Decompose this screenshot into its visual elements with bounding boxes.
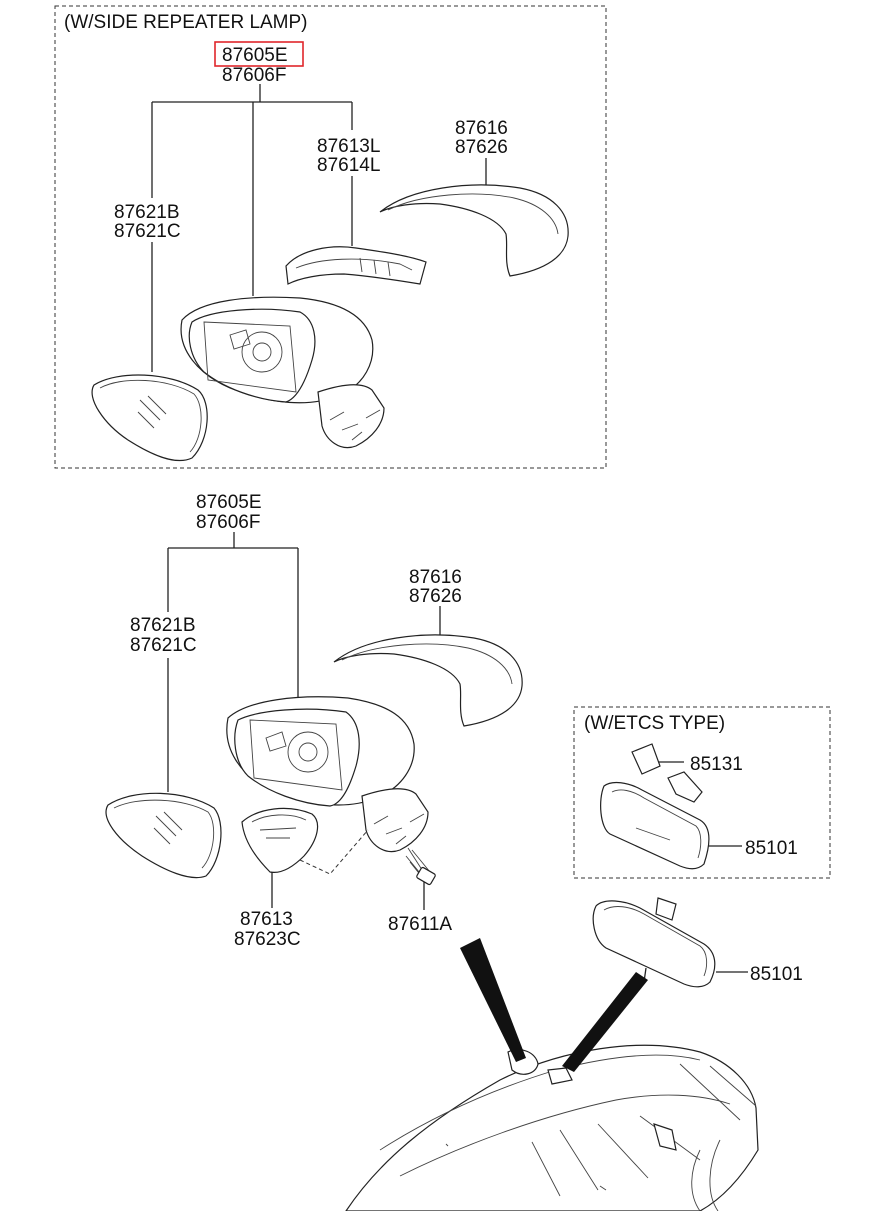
- bottom-leader-lines: [167, 532, 748, 973]
- etcs-bracket-number[interactable]: 85131: [690, 754, 743, 775]
- etcs-mirror-illustration: [600, 781, 710, 870]
- top-cover-number-2[interactable]: 87626: [455, 137, 508, 158]
- bottom-assembly-number-2[interactable]: 87606F: [196, 512, 260, 533]
- top-leader-lines: [151, 84, 487, 372]
- etcs-section-title: (W/ETCS TYPE): [584, 713, 725, 734]
- inside-mirror-number[interactable]: 85101: [750, 964, 803, 985]
- base-cover-number-1[interactable]: 87613: [240, 909, 293, 930]
- top-cover-illustration: [379, 184, 569, 277]
- top-repeater-lamp-illustration: [285, 246, 427, 285]
- inside-mirror-illustration: [592, 897, 716, 988]
- top-repeater-number-2[interactable]: 87614L: [317, 155, 380, 176]
- top-mirror-glass-illustration: [91, 374, 208, 462]
- etcs-bracket-illustration: [631, 743, 703, 803]
- bottom-glass-number-2[interactable]: 87621C: [130, 635, 197, 656]
- locator-arrows: [460, 938, 648, 1072]
- etcs-section-frame: [573, 706, 831, 879]
- highlight-box: [214, 41, 304, 67]
- bottom-cover-number-2[interactable]: 87626: [409, 586, 462, 607]
- top-glass-number-1[interactable]: 87621B: [114, 202, 180, 223]
- etcs-mirror-number[interactable]: 85101: [745, 838, 798, 859]
- car-outline-illustration: [345, 1044, 759, 1211]
- top-assembly-number-1[interactable]: 87605E: [222, 45, 288, 66]
- side-repeater-section-frame: [54, 5, 607, 469]
- bottom-cover-number-1[interactable]: 87616: [409, 567, 462, 588]
- bottom-mirror-glass-illustration: [105, 792, 222, 879]
- bottom-mirror-housing-illustration: [226, 696, 429, 853]
- top-glass-number-2[interactable]: 87621C: [114, 221, 181, 242]
- screw-number[interactable]: 87611A: [388, 914, 452, 935]
- top-cover-number-1[interactable]: 87616: [455, 118, 508, 139]
- base-cover-number-2[interactable]: 87623C: [234, 929, 301, 950]
- top-mirror-housing-illustration: [180, 296, 385, 449]
- bottom-base-cover-illustration: [241, 807, 369, 875]
- bottom-assembly-number-1[interactable]: 87605E: [196, 492, 262, 513]
- bottom-glass-number-1[interactable]: 87621B: [130, 615, 196, 636]
- side-repeater-section-title: (W/SIDE REPEATER LAMP): [64, 12, 308, 33]
- top-repeater-number-1[interactable]: 87613L: [317, 136, 380, 157]
- screw-illustration: [405, 847, 436, 886]
- top-assembly-number-2[interactable]: 87606F: [222, 65, 286, 86]
- bottom-cover-illustration: [333, 634, 523, 727]
